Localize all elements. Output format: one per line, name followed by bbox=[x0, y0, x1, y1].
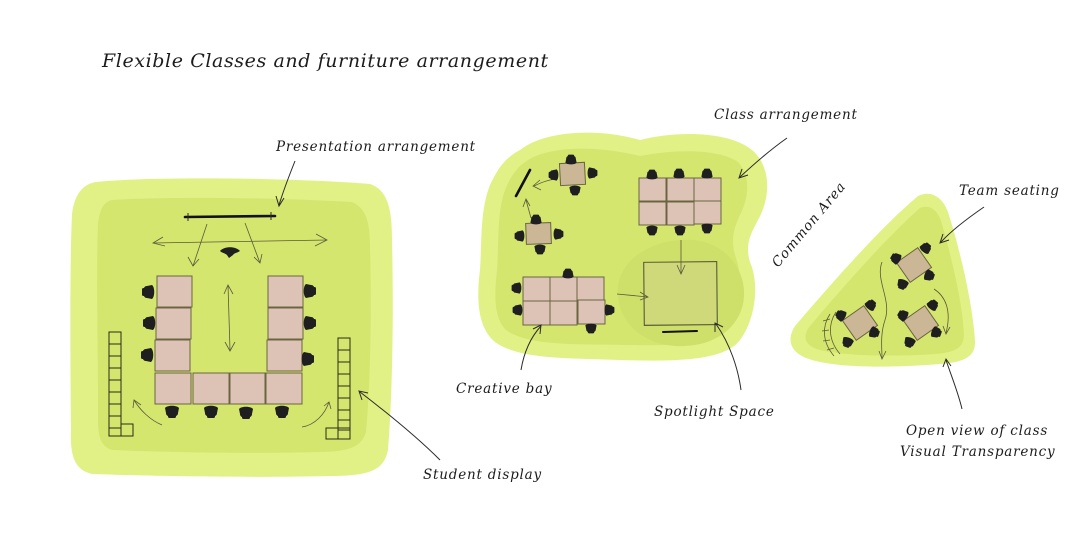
desk bbox=[267, 307, 304, 340]
spotlight-board bbox=[662, 330, 698, 333]
desk bbox=[267, 275, 304, 308]
label-class-arrangement: Class arrangement bbox=[714, 107, 858, 123]
desk bbox=[525, 222, 552, 245]
diagram-title: Flexible Classes and furniture arrangeme… bbox=[101, 50, 549, 72]
creative-bay-desks bbox=[511, 268, 615, 334]
pointer-arrow-class-arrangement bbox=[738, 137, 788, 179]
circulation-arrows bbox=[132, 399, 332, 428]
team-table bbox=[833, 297, 881, 349]
desk bbox=[266, 339, 303, 372]
presentation-board bbox=[183, 214, 277, 219]
desk bbox=[693, 177, 722, 202]
class-arrangement-desks bbox=[638, 168, 722, 236]
desk bbox=[693, 200, 722, 225]
desk bbox=[666, 177, 695, 202]
desk bbox=[522, 300, 551, 326]
label-open-view-line2: Visual Transparency bbox=[900, 444, 1055, 460]
desk bbox=[192, 372, 230, 405]
desk bbox=[638, 177, 667, 202]
curved-shelf bbox=[821, 311, 841, 357]
spotlight-stage bbox=[643, 261, 718, 326]
desk bbox=[549, 276, 578, 302]
class-zone bbox=[478, 132, 768, 361]
label-common-area: Common Area bbox=[769, 179, 850, 271]
team-table bbox=[888, 240, 936, 291]
sightline-arrows bbox=[187, 222, 263, 267]
pointer-arrow-creative-bay bbox=[520, 324, 542, 371]
desk bbox=[155, 307, 192, 340]
desk bbox=[638, 201, 667, 226]
label-creative-bay: Creative bay bbox=[456, 381, 552, 397]
desk bbox=[902, 305, 940, 341]
presenter-icon bbox=[220, 247, 240, 258]
small-group-board bbox=[514, 168, 532, 198]
desk-group-u-shape bbox=[154, 275, 304, 405]
desk bbox=[229, 372, 266, 405]
desk bbox=[265, 372, 303, 405]
pointer-arrow-open-view bbox=[942, 357, 963, 410]
label-spotlight-space: Spotlight Space bbox=[654, 404, 775, 420]
desk bbox=[895, 247, 933, 283]
desk bbox=[666, 201, 695, 226]
pointer-arrow-student-display bbox=[358, 390, 441, 461]
pointer-arrow-team-seating bbox=[939, 206, 985, 244]
team-flow-arrows bbox=[878, 261, 951, 360]
presentation-zone bbox=[70, 178, 393, 477]
desk bbox=[156, 275, 193, 308]
desk bbox=[154, 372, 192, 405]
label-student-display: Student display bbox=[423, 467, 542, 483]
small-group-table-bottom bbox=[514, 214, 564, 255]
team-table bbox=[895, 297, 943, 349]
desk bbox=[841, 305, 879, 341]
student-display-shelf-right bbox=[325, 337, 351, 440]
label-team-seating: Team seating bbox=[959, 183, 1060, 199]
team-seating-zone bbox=[790, 193, 976, 367]
desk bbox=[577, 299, 606, 325]
desk bbox=[558, 161, 587, 187]
desk bbox=[154, 339, 191, 372]
small-group-table-top bbox=[548, 154, 598, 196]
double-arrow-horizontal bbox=[151, 233, 328, 247]
label-presentation-arrangement: Presentation arrangement bbox=[275, 139, 476, 155]
pointer-arrow-spotlight bbox=[714, 322, 742, 391]
double-arrow-vertical bbox=[223, 284, 236, 352]
desk bbox=[549, 300, 578, 326]
spotlight-arrows bbox=[616, 240, 686, 301]
desk bbox=[576, 276, 605, 302]
pointer-arrow-presentation bbox=[275, 160, 296, 208]
student-display-shelf-left bbox=[108, 331, 134, 437]
label-open-view-line1: Open view of class bbox=[906, 423, 1048, 439]
zone-inner-area bbox=[97, 197, 371, 453]
desk bbox=[522, 276, 551, 302]
